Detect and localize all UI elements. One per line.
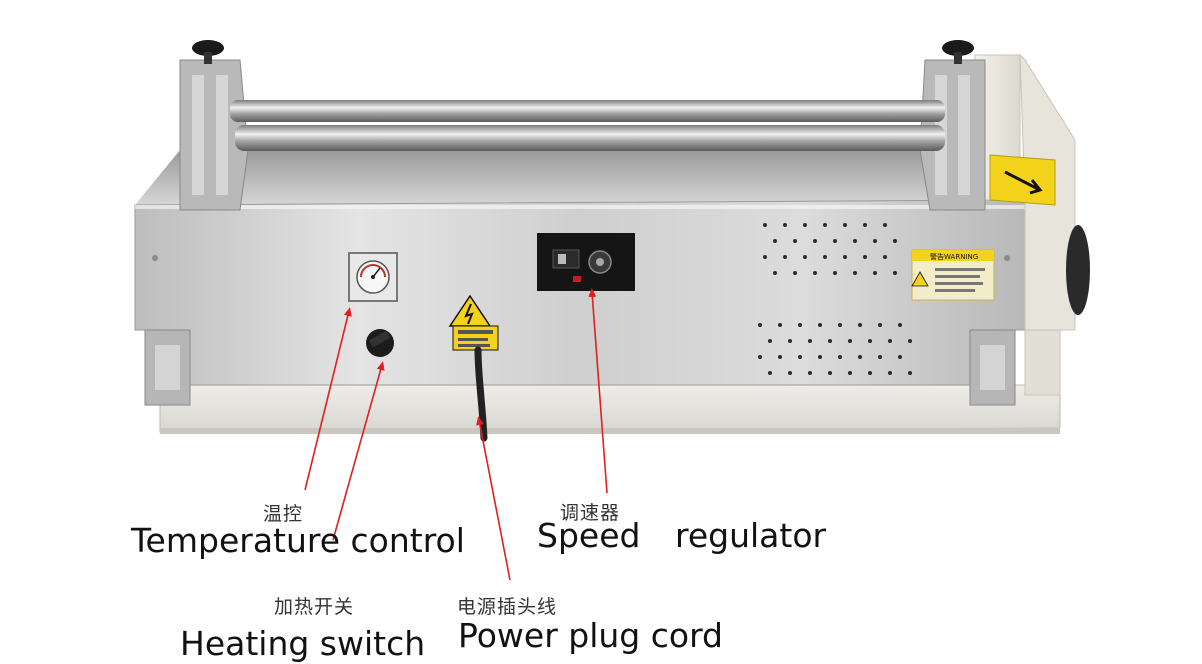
vent-hole [758, 323, 762, 327]
warning-sticker-title: 警告WARNING [930, 252, 978, 261]
vent-hole [823, 223, 827, 227]
vent-hole [883, 255, 887, 259]
side-knob-icon [1066, 225, 1090, 315]
vent-hole [853, 239, 857, 243]
power-plug-cord-label: Power plug cord [458, 616, 723, 655]
speed-regulator-label-speed: Speed [537, 516, 641, 555]
electric-hazard-sticker [448, 294, 499, 351]
vent-hole [763, 255, 767, 259]
ventilation-holes [758, 223, 912, 375]
vent-hole [838, 355, 842, 359]
speed-regulator-label-cn: 调速器 [560, 502, 621, 524]
steel-top [135, 150, 1025, 205]
vent-hole [783, 255, 787, 259]
heating-switch-label-cn: 加热开关 [274, 596, 355, 618]
vent-hole [783, 223, 787, 227]
vent-hole [848, 371, 852, 375]
vent-hole [873, 239, 877, 243]
vent-hole [843, 255, 847, 259]
vent-hole [773, 239, 777, 243]
vent-hole [873, 271, 877, 275]
vent-hole [813, 239, 817, 243]
vent-hole [908, 339, 912, 343]
vent-hole [768, 339, 772, 343]
vent-hole [888, 339, 892, 343]
vent-hole [788, 339, 792, 343]
vent-hole [848, 339, 852, 343]
vent-hole [818, 355, 822, 359]
vent-hole [773, 271, 777, 275]
vent-hole [793, 239, 797, 243]
vent-hole [823, 255, 827, 259]
vent-hole [863, 255, 867, 259]
vent-hole [888, 371, 892, 375]
vent-hole [858, 355, 862, 359]
vent-hole [908, 371, 912, 375]
vent-hole [808, 371, 812, 375]
vent-hole [793, 271, 797, 275]
vent-hole [768, 371, 772, 375]
vent-hole [788, 371, 792, 375]
base-plate [159, 384, 1061, 434]
vent-hole [803, 223, 807, 227]
temperature-gauge[interactable] [348, 252, 398, 302]
vent-hole [758, 355, 762, 359]
annotation-arrows [304, 288, 608, 581]
vent-hole [878, 355, 882, 359]
vent-hole [798, 323, 802, 327]
vent-hole [798, 355, 802, 359]
vent-hole [868, 371, 872, 375]
vent-hole [828, 339, 832, 343]
steel-front-panel [134, 199, 1026, 386]
heating-switch-label: Heating switch [180, 624, 426, 663]
arrow-temperature-control [304, 307, 352, 491]
side-box [974, 53, 1090, 396]
arrow-power-plug-cord [476, 416, 511, 581]
right-foot [969, 329, 1016, 406]
lower-roller [235, 125, 945, 151]
vent-hole [843, 223, 847, 227]
vent-hole [778, 355, 782, 359]
vent-hole [763, 223, 767, 227]
vent-hole [893, 271, 897, 275]
heating-switch-knob[interactable] [366, 329, 394, 357]
vent-hole [813, 271, 817, 275]
vent-hole [853, 271, 857, 275]
vent-hole [858, 323, 862, 327]
vent-hole [803, 255, 807, 259]
vent-hole [883, 223, 887, 227]
power-plug-cord-label-cn: 电源插头线 [457, 596, 558, 618]
vent-hole [828, 371, 832, 375]
left-foot [144, 329, 191, 406]
upper-roller [230, 100, 945, 122]
arrow-speed-regulator [588, 288, 608, 494]
vent-hole [778, 323, 782, 327]
vent-hole [833, 271, 837, 275]
vent-hole [863, 223, 867, 227]
vent-hole [808, 339, 812, 343]
vent-hole [838, 323, 842, 327]
warning-sticker: 警告WARNING [911, 249, 995, 301]
vent-hole [878, 323, 882, 327]
left-frame [179, 40, 249, 211]
vent-hole [818, 323, 822, 327]
speed-regulator-panel[interactable] [537, 233, 635, 291]
arrow-heating-switch [332, 361, 385, 541]
vent-hole [893, 239, 897, 243]
power-cord [474, 346, 488, 442]
temperature-control-label: Temperature control [131, 521, 465, 560]
speed-regulator-label-regulator: regulator [675, 516, 827, 555]
vent-hole [898, 355, 902, 359]
vent-hole [868, 339, 872, 343]
vent-hole [898, 323, 902, 327]
vent-hole [833, 239, 837, 243]
temperature-control-label-cn: 温控 [263, 503, 304, 525]
